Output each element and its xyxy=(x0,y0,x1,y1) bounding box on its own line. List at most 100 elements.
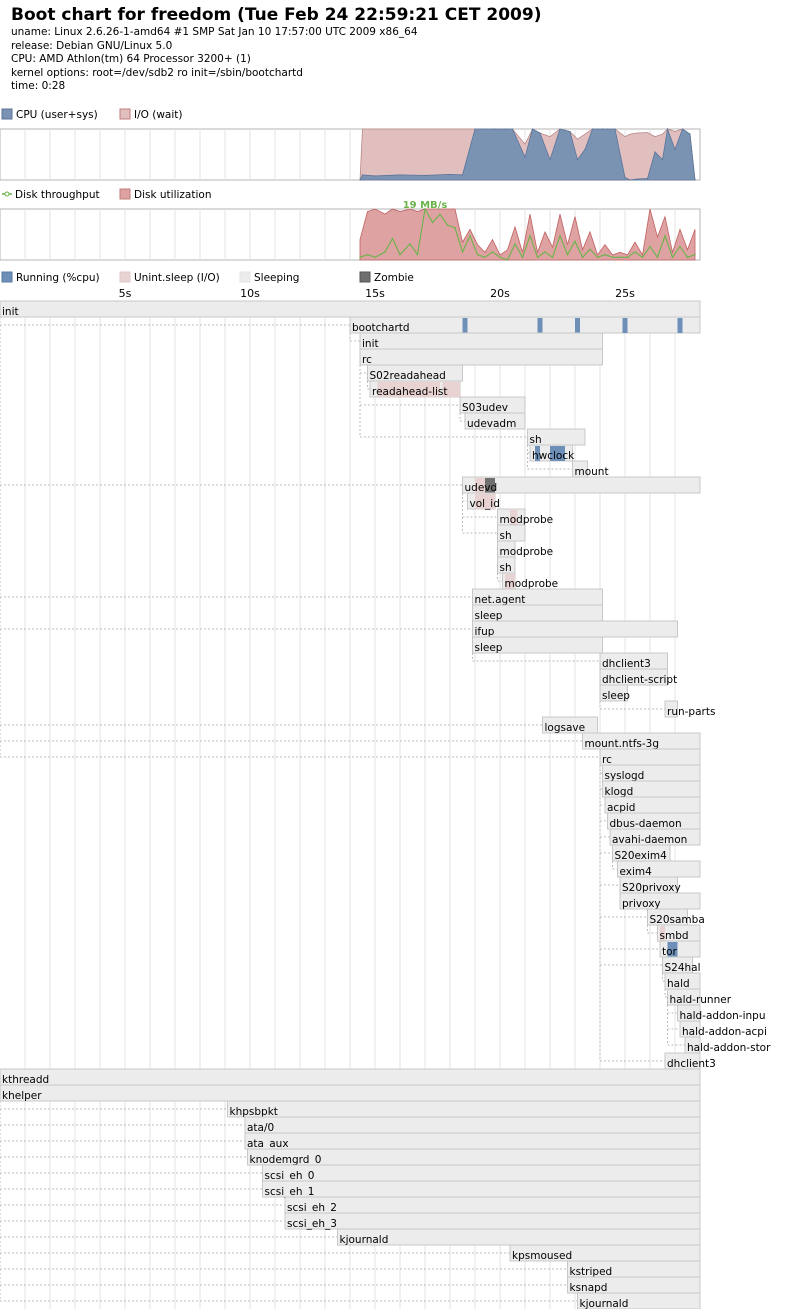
legend-unint-sleep: Unint.sleep (I/O) xyxy=(134,272,220,284)
legend-zombie-swatch xyxy=(359,271,371,283)
process-io-segment xyxy=(510,510,518,525)
process-io-segment xyxy=(475,494,495,509)
uname-text: uname: Linux 2.6.26-1-amd64 #1 SMP Sat J… xyxy=(11,26,418,38)
throughput-point xyxy=(391,237,394,240)
process-label: khpsbpkt xyxy=(230,1106,278,1118)
process-label: khelper xyxy=(2,1090,42,1102)
throughput-point xyxy=(566,253,569,256)
process-bar xyxy=(664,700,678,718)
process-io-segment xyxy=(475,478,485,493)
process-label: mount xyxy=(575,466,609,478)
cpu-point xyxy=(494,128,496,130)
legend-running: Running (%cpu) xyxy=(16,272,100,284)
throughput-point xyxy=(581,256,584,259)
process-cpu-segment xyxy=(667,942,678,957)
process-label: ata_aux xyxy=(247,1138,289,1150)
process-parent-link xyxy=(0,1077,510,1254)
process-label: bootchartd xyxy=(352,322,410,334)
throughput-point xyxy=(694,253,696,256)
process-label: rc xyxy=(602,754,612,766)
throughput-point xyxy=(384,251,386,253)
process-label: kthreadd xyxy=(2,1074,49,1086)
process-parent-link xyxy=(0,309,543,726)
legend-throughput-swatch xyxy=(2,191,12,197)
throughput-point xyxy=(359,256,361,259)
cpu-point xyxy=(636,178,639,180)
process-bar xyxy=(359,332,603,350)
process-label: readahead-list xyxy=(372,386,448,398)
process-parent-link xyxy=(367,373,370,390)
cpu-point xyxy=(666,128,669,130)
throughput-point xyxy=(664,235,666,237)
chart-header: Boot chart for freedom (Tue Feb 24 22:59… xyxy=(11,4,541,94)
process-bar xyxy=(262,1180,701,1198)
process-bar xyxy=(244,1132,701,1150)
process-label: vol_id xyxy=(470,498,500,510)
process-label: knodemgrd_0 xyxy=(250,1154,322,1166)
process-parent-link xyxy=(0,309,583,742)
process-bar xyxy=(227,1100,701,1118)
process-parent-link xyxy=(0,1077,578,1302)
release-text: release: Debian GNU/Linux 5.0 xyxy=(11,39,173,52)
process-parent-link xyxy=(599,757,665,1062)
process-parent-link xyxy=(667,997,685,1046)
process-label: dbus-daemon xyxy=(610,818,682,830)
cpu-point xyxy=(694,179,696,181)
throughput-point xyxy=(454,227,456,229)
process-io-segment xyxy=(505,574,515,589)
process-bar xyxy=(337,1228,701,1246)
process-label: ifup xyxy=(475,626,495,638)
throughput-point xyxy=(551,256,554,259)
process-label: mount.ntfs-3g xyxy=(585,738,660,750)
cpu-point xyxy=(576,159,579,161)
process-bar xyxy=(284,1212,701,1230)
process-label: kstriped xyxy=(570,1266,613,1278)
process-label: kpsmoused xyxy=(512,1250,572,1262)
x-tick-label: 15s xyxy=(365,287,385,300)
process-parent-link xyxy=(664,981,668,998)
process-parent-link xyxy=(647,917,658,934)
process-bar xyxy=(244,1116,701,1134)
process-parent-link xyxy=(0,309,350,326)
process-label: S20exim4 xyxy=(615,850,668,862)
throughput-point xyxy=(514,243,516,245)
process-bar xyxy=(284,1196,701,1214)
cpu-text: CPU: AMD Athlon(tm) 64 Processor 3200+ (… xyxy=(11,53,251,65)
process-parent-link xyxy=(662,965,665,982)
legend-zombie: Zombie xyxy=(374,272,414,284)
process-label: logsave xyxy=(545,722,586,734)
process-zombie-segment xyxy=(485,478,495,493)
throughput-point xyxy=(491,251,494,253)
throughput-point xyxy=(671,256,674,259)
cpu-point xyxy=(531,128,534,130)
throughput-point xyxy=(499,256,501,259)
process-label: dhclient3 xyxy=(667,1058,716,1070)
cpu-point xyxy=(559,128,561,130)
throughput-point xyxy=(366,253,369,256)
process-label: privoxy xyxy=(622,898,661,910)
boot-time-text: time: 0:28 xyxy=(11,80,66,92)
process-cpu-segment xyxy=(622,318,628,333)
process-label: S20privoxy xyxy=(622,882,681,894)
process-parent-link xyxy=(612,853,618,870)
disk-utilization-series xyxy=(359,208,696,261)
throughput-point xyxy=(604,253,606,256)
process-parent-link xyxy=(359,357,528,438)
process-label: rc xyxy=(362,354,372,366)
cpu-point xyxy=(374,175,376,177)
cpu-point xyxy=(606,128,609,130)
process-label: avahi-daemon xyxy=(612,834,687,846)
process-parent-link xyxy=(497,565,503,582)
cpu-point xyxy=(591,128,594,130)
process-label: init xyxy=(2,306,19,318)
legend-cpu-swatch xyxy=(1,108,13,120)
process-label: init xyxy=(362,338,379,350)
process-parent-link xyxy=(0,1077,338,1238)
process-cpu-segment xyxy=(550,446,565,461)
throughput-point xyxy=(506,259,509,261)
process-cpu-segment xyxy=(535,446,540,461)
throughput-point xyxy=(399,253,401,256)
cpu-point xyxy=(674,148,676,150)
process-label: klogd xyxy=(605,786,634,798)
